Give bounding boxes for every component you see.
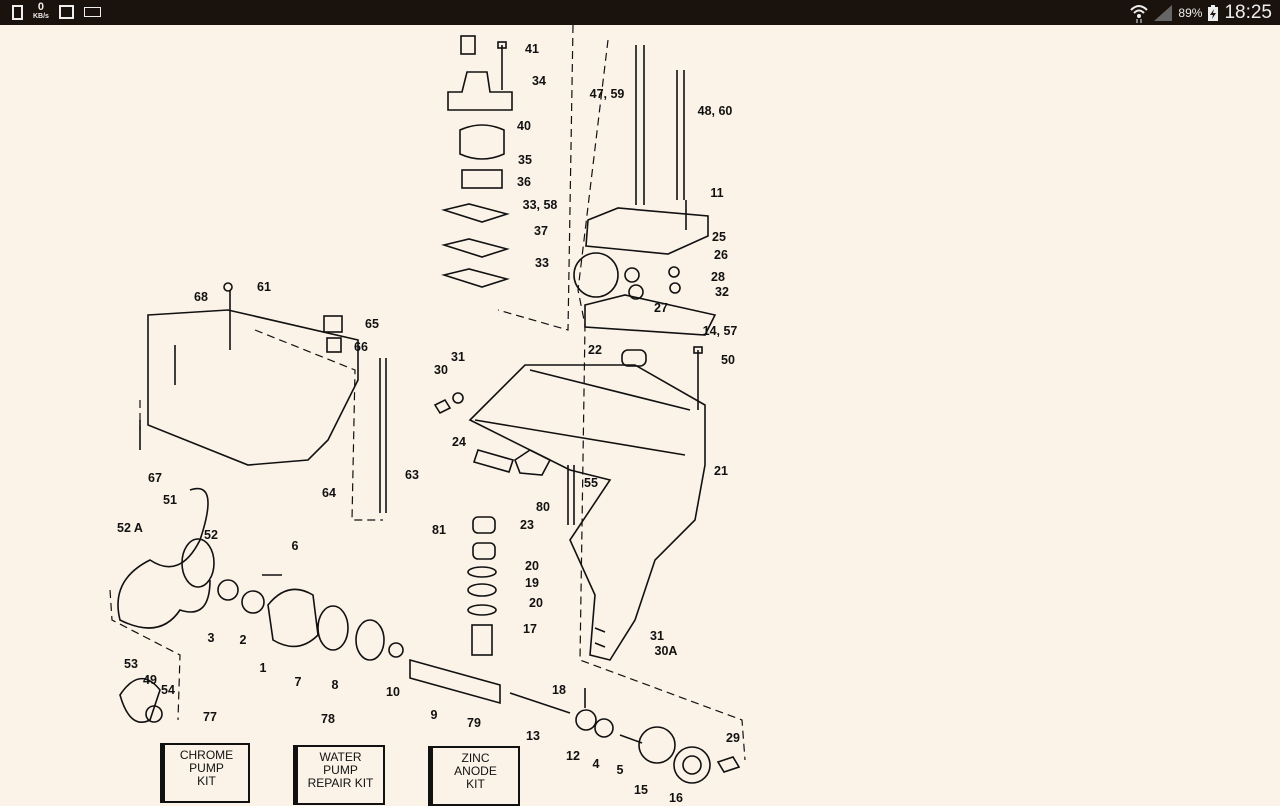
part-label: 32 — [715, 285, 729, 299]
part-label: 10 — [386, 685, 400, 699]
part-label: 19 — [525, 576, 539, 590]
part-label: 8 — [331, 678, 339, 692]
part-label: 49 — [143, 673, 157, 687]
exploded-view-drawing — [109, 25, 746, 784]
part-label: 13 — [526, 729, 540, 743]
part-label: 21 — [714, 464, 728, 478]
battery-charging-icon — [1208, 4, 1219, 21]
part-label: 81 — [432, 523, 446, 537]
part-label: 4 — [592, 757, 600, 771]
part-label: 52 — [204, 528, 218, 542]
part-label: 15 — [634, 783, 648, 797]
part-label: 68 — [194, 290, 208, 304]
part-label: 78 — [321, 712, 335, 726]
part-label: 31 — [451, 350, 465, 364]
kit-line: PUMP — [189, 761, 224, 775]
part-label: 26 — [714, 248, 728, 262]
part-label: 20 — [529, 596, 543, 610]
kit-line: ZINC — [461, 751, 490, 765]
part-label: 6 — [291, 539, 299, 553]
part-label: 67 — [148, 471, 162, 485]
part-label: 80 — [536, 500, 550, 514]
part-label: 47, 59 — [589, 87, 625, 101]
kit-line: WATER — [319, 750, 362, 764]
part-label: 55 — [584, 476, 598, 490]
part-label: 30 — [434, 363, 448, 377]
part-label: 25 — [712, 230, 726, 244]
part-label: 63 — [405, 468, 419, 482]
part-label: 24 — [452, 435, 466, 449]
kit-line: KIT — [466, 777, 485, 791]
part-label: 54 — [161, 683, 175, 697]
part-label: 36 — [517, 175, 531, 189]
part-label: 41 — [525, 42, 539, 56]
part-label: 40 — [517, 119, 531, 133]
clock: 18:25 — [1224, 1, 1272, 23]
wifi-icon — [1130, 4, 1149, 23]
part-label: 11 — [710, 186, 724, 200]
part-label: 33 — [535, 256, 549, 270]
part-label: 31 — [650, 629, 664, 643]
network-speed-value: 0 — [37, 1, 45, 13]
part-label: 1 — [259, 661, 267, 675]
network-speed-unit: KB/s — [33, 13, 49, 20]
part-label: 35 — [518, 153, 532, 167]
kit-line: REPAIR KIT — [307, 776, 374, 790]
signal-icon — [1154, 4, 1173, 21]
kit-line: KIT — [197, 774, 216, 788]
part-label: 28 — [711, 270, 725, 284]
part-label: 37 — [534, 224, 548, 238]
kit-line: PUMP — [323, 763, 358, 777]
part-label: 48, 60 — [697, 104, 733, 118]
part-label: 14, 57 — [702, 324, 738, 338]
kit-line: CHROME — [179, 748, 234, 762]
image-icon — [58, 5, 74, 19]
part-label: 22 — [588, 343, 602, 357]
part-label: 65 — [365, 317, 379, 331]
part-label: 3 — [207, 631, 215, 645]
sim-icon — [12, 4, 23, 20]
part-label: 20 — [525, 559, 539, 573]
part-label: 77 — [203, 710, 217, 724]
part-label: 64 — [322, 486, 336, 500]
part-label: 66 — [354, 340, 368, 354]
part-label: 53 — [124, 657, 138, 671]
part-label: 7 — [294, 675, 302, 689]
part-label: 9 — [430, 708, 438, 722]
part-label: 33, 58 — [522, 198, 558, 212]
part-label: 23 — [520, 518, 534, 532]
part-label: 51 — [163, 493, 177, 507]
part-label: 30A — [654, 644, 678, 658]
part-label: 18 — [552, 683, 566, 697]
battery-saver-icon — [83, 7, 101, 17]
kit-line: ANODE — [454, 764, 497, 778]
part-label: 16 — [669, 791, 683, 805]
part-label: 79 — [467, 716, 481, 730]
battery-percent: 89% — [1178, 5, 1203, 20]
part-label: 2 — [239, 633, 247, 647]
part-label: 50 — [721, 353, 735, 367]
part-label: 5 — [616, 763, 624, 777]
part-label: 12 — [566, 749, 580, 763]
part-label: 17 — [523, 622, 537, 636]
part-label: 29 — [726, 731, 740, 745]
part-label: 61 — [257, 280, 271, 294]
part-label: 34 — [532, 74, 546, 88]
part-label: 52 A — [117, 521, 143, 535]
part-label: 27 — [654, 301, 668, 315]
